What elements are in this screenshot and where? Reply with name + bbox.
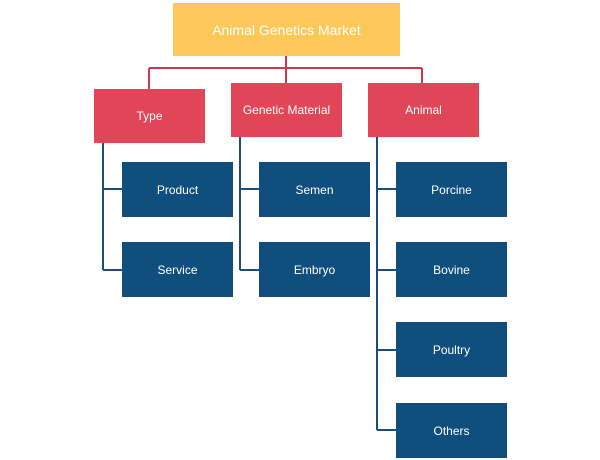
leaf-label: Product <box>156 182 199 197</box>
leaf-label: Service <box>157 262 198 277</box>
category-label: Genetic Material <box>242 103 331 117</box>
leaf-label: Embryo <box>293 262 336 277</box>
leaf-product: Product <box>122 162 233 217</box>
root-label: Animal Genetics Market <box>212 21 361 38</box>
category-animal: Animal <box>368 83 479 137</box>
leaf-label: Porcine <box>431 182 472 197</box>
leaf-poultry: Poultry <box>396 322 507 377</box>
leaf-porcine: Porcine <box>396 162 507 217</box>
leaf-label: Poultry <box>432 342 471 357</box>
category-type: Type <box>94 89 205 143</box>
leaf-semen: Semen <box>259 162 370 217</box>
root-node: Animal Genetics Market <box>173 3 400 56</box>
leaf-label: Others <box>433 423 470 438</box>
category-genetic-material: Genetic Material <box>231 83 342 137</box>
category-label: Type <box>136 109 163 123</box>
leaf-embryo: Embryo <box>259 242 370 297</box>
category-label: Animal <box>405 103 442 117</box>
leaf-label: Bovine <box>433 262 470 277</box>
leaf-service: Service <box>122 242 233 297</box>
leaf-bovine: Bovine <box>396 242 507 297</box>
leaf-label: Semen <box>295 182 334 197</box>
leaf-others: Others <box>396 403 507 458</box>
